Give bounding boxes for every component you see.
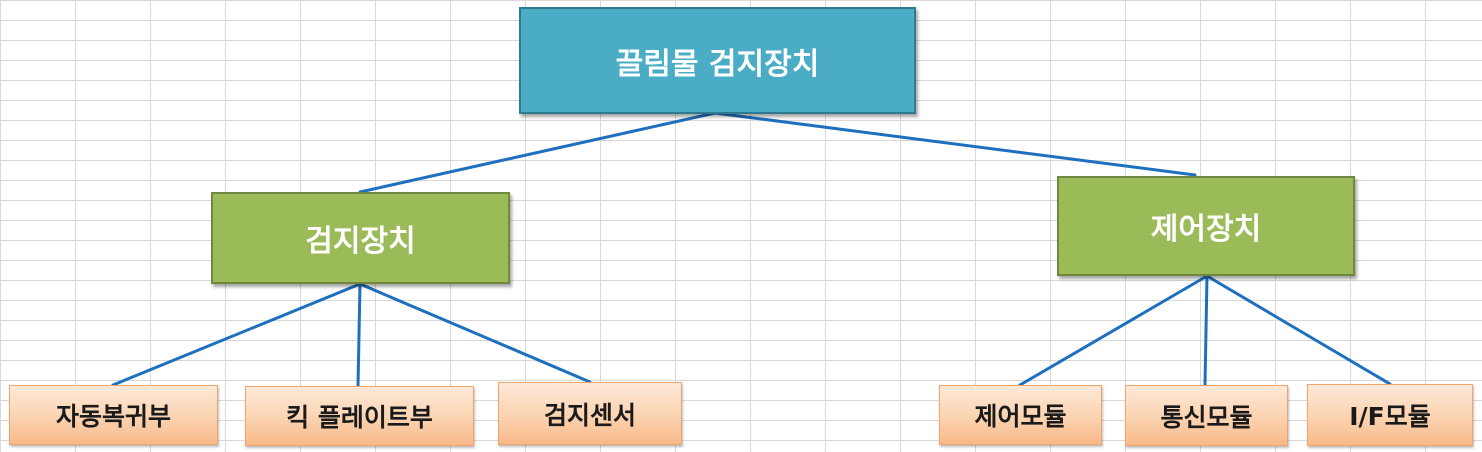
leaf-node-control-module: 제어모듈 (939, 385, 1102, 445)
connector-root-to-control (713, 111, 1197, 177)
leaf-node-detection-sensor: 검지센서 (498, 382, 682, 445)
leaf-node-auto-return: 자동복귀부 (9, 385, 218, 445)
connector-detection-to-sensor (358, 282, 592, 384)
connector-control-to-control-module (1018, 274, 1209, 387)
leaf-node-if-module: I/F모듈 (1307, 384, 1473, 446)
connector-detection-to-auto-return (111, 282, 362, 387)
branch-node-control: 제어장치 (1057, 176, 1355, 276)
branch-node-detection: 검지장치 (211, 192, 510, 284)
leaf-node-kick-plate: 킥 플레이트부 (245, 386, 474, 446)
root-node: 끌림물 검지장치 (519, 7, 916, 114)
leaf-node-comm-module: 통신모듈 (1125, 385, 1288, 446)
connector-control-to-if-module (1205, 274, 1392, 386)
connector-detection-to-kick-plate (356, 282, 362, 388)
connector-control-to-comm-module (1203, 274, 1209, 387)
connector-root-to-detection (358, 111, 717, 194)
